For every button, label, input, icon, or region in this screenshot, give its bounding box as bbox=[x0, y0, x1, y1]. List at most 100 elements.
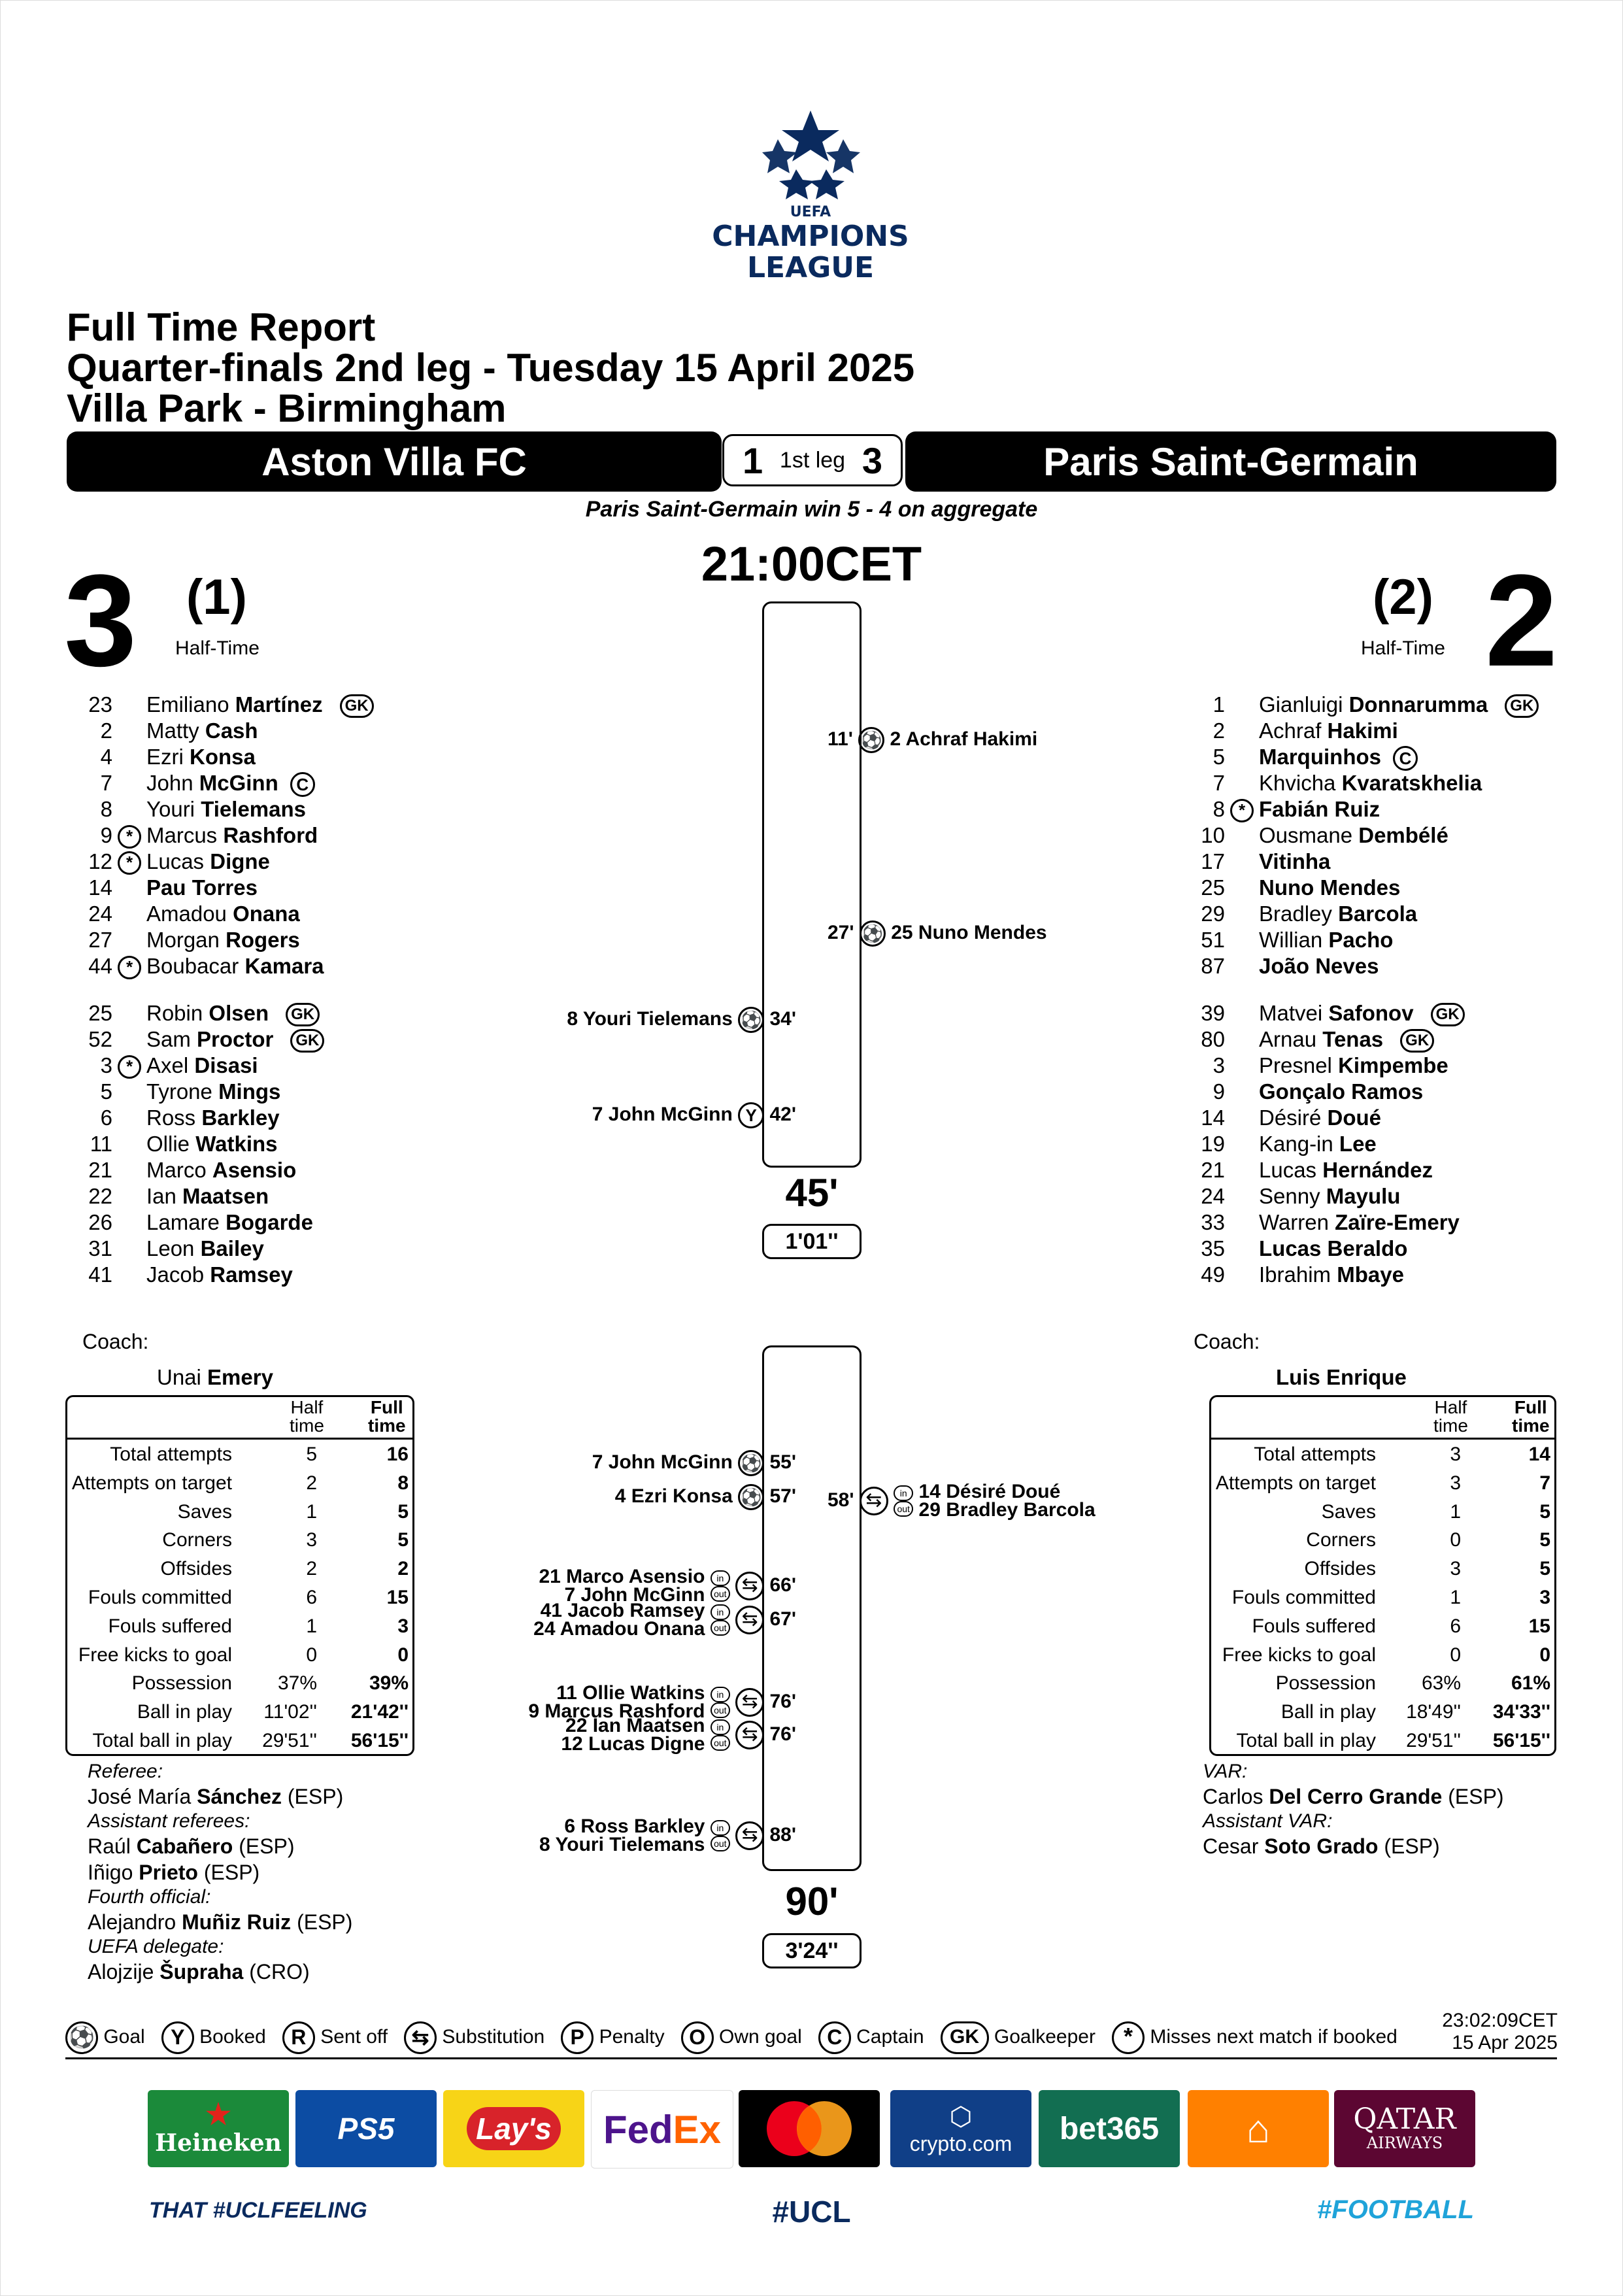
uefa-delegate: Alojzije Šupraha (CRO) bbox=[88, 1960, 310, 1984]
stat-full-time: 39% bbox=[369, 1672, 409, 1695]
player-last-name: Marquinhos bbox=[1259, 745, 1381, 769]
player-first-name: Matvei bbox=[1259, 1001, 1323, 1025]
player-name: Marcus Rashford bbox=[146, 823, 318, 847]
player-first-name: Achraf bbox=[1259, 718, 1322, 743]
player-name: Lucas Beraldo bbox=[1259, 1236, 1407, 1260]
player-first-name: Lucas bbox=[146, 849, 205, 873]
player-number: 8 bbox=[1213, 797, 1225, 821]
yellow-card-icon: Y bbox=[738, 1102, 765, 1128]
stat-full-time: 56'15'' bbox=[350, 1730, 409, 1751]
stat-label: Ball in play bbox=[137, 1701, 232, 1723]
player-number: 2 bbox=[1213, 718, 1225, 743]
goal-icon: ⚽ bbox=[738, 1484, 765, 1510]
player-last-name: Olsen bbox=[209, 1001, 269, 1025]
stat-full-time: 5 bbox=[1539, 1529, 1550, 1551]
sponsor-justeat: ⌂ bbox=[1188, 2090, 1329, 2167]
event-goal-away-27: 27' ⚽ 25 Nuno Mendes bbox=[828, 920, 1047, 947]
stat-full-time: 16 bbox=[386, 1443, 409, 1465]
player-name: Axel Disasi bbox=[146, 1053, 258, 1077]
stat-label: Possession bbox=[131, 1672, 232, 1695]
player-number: 8 bbox=[100, 797, 112, 821]
player-name: Ollie Watkins bbox=[146, 1132, 278, 1156]
player-last-name: Kamara bbox=[244, 954, 324, 978]
player-name: Willian Pacho bbox=[1259, 928, 1393, 952]
player-first-name: Amadou bbox=[146, 902, 227, 926]
stat-half-time: 5 bbox=[306, 1443, 317, 1465]
player-name: Sam Proctor bbox=[146, 1027, 273, 1051]
out-icon: out bbox=[710, 1735, 730, 1751]
player-number: 31 bbox=[88, 1236, 112, 1260]
event-player: 7 John McGinn bbox=[592, 1103, 733, 1125]
substitution-icon: ⇆ bbox=[735, 1721, 765, 1749]
stat-full-time: 15 bbox=[1528, 1615, 1550, 1637]
home-ht-score: (1) bbox=[186, 569, 247, 625]
player-number: 29 bbox=[1201, 902, 1225, 926]
event-player: 7 John McGinn bbox=[592, 1451, 733, 1473]
first-leg-label: 1st leg bbox=[779, 447, 846, 473]
player-first-name: Ousmane bbox=[1259, 823, 1353, 847]
star-slot: * bbox=[112, 953, 146, 980]
stat-full-time: 14 bbox=[1528, 1443, 1550, 1465]
stat-half-time: 63% bbox=[1421, 1672, 1461, 1695]
player-row: 9*Marcus Rashford bbox=[65, 822, 458, 849]
stat-half-time: 6 bbox=[1450, 1615, 1461, 1637]
goal-icon: ⚽ bbox=[738, 1007, 765, 1033]
away-team-bar: Paris Saint-Germain bbox=[905, 431, 1556, 492]
player-last-name: Mings bbox=[218, 1079, 281, 1104]
player-number: 21 bbox=[88, 1158, 112, 1182]
player-last-name: Fabián Ruiz bbox=[1259, 797, 1380, 821]
player-number: 33 bbox=[1201, 1210, 1225, 1234]
stat-label: Fouls committed bbox=[88, 1587, 232, 1608]
stat-label: Offsides bbox=[1304, 1558, 1377, 1580]
player-name: Warren Zaïre-Emery bbox=[1259, 1210, 1460, 1234]
player-first-name: Marco bbox=[146, 1158, 207, 1182]
in-icon: in bbox=[710, 1820, 730, 1836]
goal-icon: ⚽ bbox=[859, 920, 886, 947]
home-score: 3 bbox=[64, 548, 137, 694]
player-number: 14 bbox=[88, 875, 112, 900]
goalkeeper-icon: GK bbox=[290, 1029, 325, 1053]
stat-full-time: 3 bbox=[397, 1615, 409, 1637]
player-last-name: Mbaye bbox=[1337, 1262, 1404, 1287]
player-first-name: Matty bbox=[146, 718, 199, 743]
stat-full-time: 5 bbox=[1539, 1558, 1550, 1580]
stat-label: Total ball in play bbox=[92, 1730, 232, 1751]
player-name: Matvei Safonov bbox=[1259, 1001, 1414, 1025]
player-first-name: Sam bbox=[146, 1027, 191, 1051]
booked-icon: Y bbox=[161, 2021, 194, 2054]
officials-right: VAR: Carlos Del Cerro Grande (ESP) Assis… bbox=[1203, 1760, 1504, 1859]
event-minute: 58' bbox=[828, 1489, 854, 1511]
player-in: 22 Ian Maatsen bbox=[565, 1715, 705, 1736]
stat-full-time: 61% bbox=[1511, 1672, 1550, 1695]
player-first-name: Willian bbox=[1259, 928, 1323, 952]
player-out: 29 Bradley Barcola bbox=[918, 1499, 1096, 1521]
referee: José María Sánchez (ESP) bbox=[88, 1785, 344, 1808]
star-slot: * bbox=[1225, 796, 1259, 823]
player-last-name: Kimpembe bbox=[1338, 1053, 1448, 1077]
player-first-name: Lamare bbox=[146, 1210, 220, 1234]
player-first-name: Tyrone bbox=[146, 1079, 212, 1104]
captain-icon: C bbox=[818, 2021, 851, 2054]
stat-half-time: 3 bbox=[1450, 1558, 1461, 1580]
player-last-name: Vitinha bbox=[1259, 849, 1331, 873]
player-last-name: Zaïre-Emery bbox=[1335, 1210, 1460, 1234]
player-first-name: Youri bbox=[146, 797, 195, 821]
player-last-name: Gonçalo Ramos bbox=[1259, 1079, 1424, 1104]
away-ht-score: (2) bbox=[1373, 569, 1433, 625]
player-first-name: Ross bbox=[146, 1106, 196, 1130]
